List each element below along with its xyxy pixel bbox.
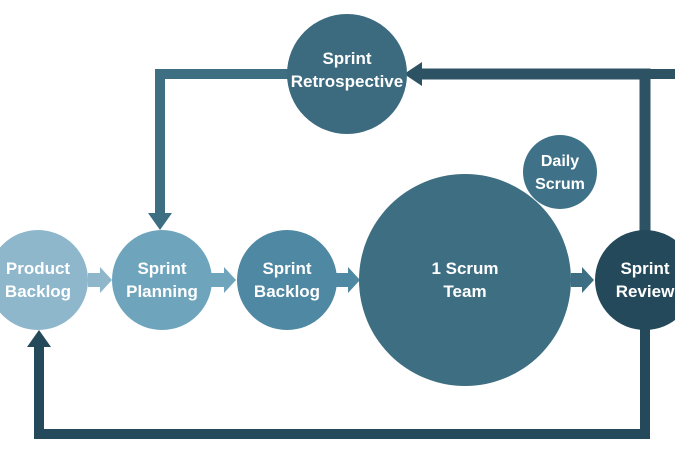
product-backlog-label-line2: Backlog — [5, 282, 71, 301]
daily-scrum-label-line1: Daily — [541, 153, 579, 170]
sprint-planning-label-line2: Planning — [126, 282, 198, 301]
sprint-review-label-line2: Review — [616, 282, 675, 301]
daily-scrum-label-line2: Scrum — [535, 176, 585, 193]
forward-arrow-icon — [210, 267, 236, 293]
retrospective-label-line2: Retrospective — [291, 72, 403, 91]
sprint-planning-label-line1: Sprint — [137, 259, 186, 278]
retrospective-label-line1: Sprint — [322, 49, 371, 68]
node-sprint-retrospective: Sprint Retrospective — [287, 14, 407, 134]
sprint-backlog-label-line1: Sprint — [262, 259, 311, 278]
sprint-backlog-label-line2: Backlog — [254, 282, 320, 301]
retro-to-planning-connector — [148, 69, 290, 230]
review-to-product-backlog-connector — [27, 320, 650, 439]
node-scrum-team: 1 Scrum Team — [359, 174, 571, 386]
forward-arrow-icon — [571, 267, 594, 293]
forward-arrow-icon — [334, 267, 360, 293]
node-sprint-planning: Sprint Planning — [112, 230, 212, 330]
node-sprint-backlog: Sprint Backlog — [237, 230, 337, 330]
node-product-backlog: Product Backlog — [0, 230, 88, 330]
product-backlog-label-line1: Product — [6, 259, 71, 278]
node-daily-scrum: Daily Scrum — [523, 135, 597, 209]
forward-arrow-icon — [88, 267, 112, 293]
sprint-review-label-line1: Sprint — [620, 259, 669, 278]
scrum-team-label-line1: 1 Scrum — [431, 259, 498, 278]
review-to-retro-connector — [404, 62, 675, 260]
node-sprint-review: Sprint Review — [595, 230, 675, 330]
scrum-team-label-line2: Team — [443, 282, 486, 301]
